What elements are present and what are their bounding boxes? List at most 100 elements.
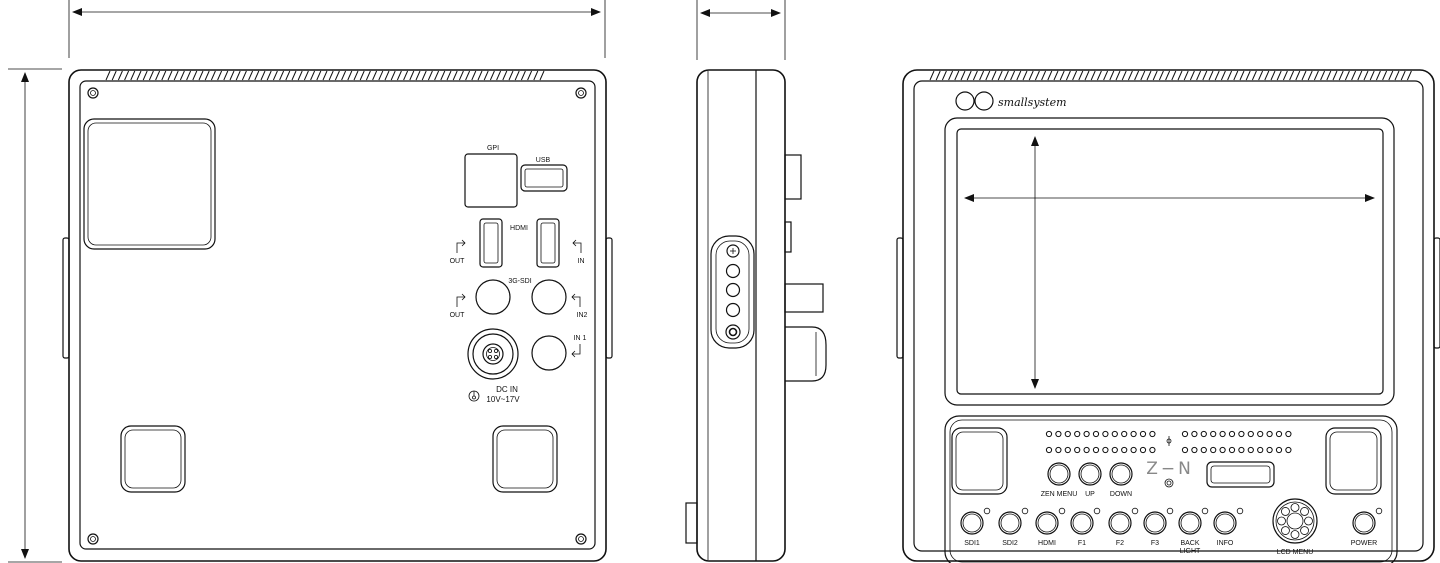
dc-in-connector bbox=[467, 328, 519, 380]
vent-slot bbox=[130, 70, 136, 81]
brand-logo-icon bbox=[955, 91, 994, 111]
meter-dot bbox=[1285, 430, 1292, 438]
vent-slot bbox=[260, 70, 266, 81]
meter-dot bbox=[1181, 430, 1189, 438]
vent-slot bbox=[434, 70, 440, 81]
hdmi-button[interactable] bbox=[1035, 507, 1066, 535]
knob-flute bbox=[1300, 526, 1309, 535]
vent-slot bbox=[1053, 70, 1059, 81]
vent-slot bbox=[1208, 70, 1214, 81]
zen-menu-label: ZEN MENU bbox=[1041, 491, 1078, 498]
lcd-bezel bbox=[944, 117, 1395, 406]
meter-dot bbox=[1130, 430, 1137, 438]
vent-slot bbox=[427, 70, 433, 81]
knob-flute bbox=[1281, 507, 1290, 516]
f2-button[interactable] bbox=[1108, 507, 1139, 535]
power-button[interactable] bbox=[1352, 507, 1383, 535]
vent-slot bbox=[1320, 70, 1326, 81]
vent-slot bbox=[198, 70, 204, 81]
vent-slot bbox=[533, 70, 539, 81]
meter-dot bbox=[1238, 430, 1245, 438]
polarity-icon bbox=[468, 390, 480, 402]
meter-dot bbox=[1228, 446, 1236, 454]
brand-name: smallsystem bbox=[998, 96, 1067, 109]
vent-slot bbox=[192, 70, 198, 81]
lcd-menu-knob[interactable] bbox=[1272, 498, 1318, 544]
vent-slot bbox=[241, 70, 247, 81]
meter-dot bbox=[1045, 446, 1053, 454]
vent-slot bbox=[1171, 70, 1177, 81]
vent-slot bbox=[1189, 70, 1195, 81]
meter-dot bbox=[1275, 430, 1283, 438]
zen-menu-button[interactable] bbox=[1047, 462, 1071, 486]
vent-slot bbox=[1072, 70, 1078, 81]
down-button[interactable] bbox=[1109, 462, 1133, 486]
sdi2-button[interactable] bbox=[998, 507, 1029, 535]
rear-screw bbox=[87, 87, 99, 99]
info-button[interactable] bbox=[1213, 507, 1244, 535]
knob-flute bbox=[1281, 526, 1290, 535]
vent-slot bbox=[465, 70, 471, 81]
vent-slot bbox=[1115, 70, 1121, 81]
meter-dot bbox=[1045, 430, 1053, 438]
knob-flute bbox=[1277, 516, 1286, 526]
sdi-label: 3G-SDI bbox=[508, 278, 531, 285]
vent-slot bbox=[124, 70, 130, 81]
vent-slot bbox=[111, 70, 117, 81]
vent-slot bbox=[972, 70, 978, 81]
hdmi-in-label: IN bbox=[578, 258, 585, 265]
info-label: INFO bbox=[1217, 540, 1234, 547]
vent-slot bbox=[502, 70, 508, 81]
vent-slot bbox=[1338, 70, 1344, 81]
vent-slot bbox=[322, 70, 328, 81]
vent-slot bbox=[1177, 70, 1183, 81]
meter-dot bbox=[1111, 446, 1118, 454]
backlight-button[interactable] bbox=[1178, 507, 1209, 535]
vent-slot bbox=[279, 70, 285, 81]
sdi-out-port bbox=[475, 279, 511, 315]
meter-dot bbox=[1191, 430, 1198, 438]
vent-slot bbox=[446, 70, 452, 81]
up-label: UP bbox=[1085, 491, 1095, 498]
vent-slot bbox=[285, 70, 291, 81]
vent-slot bbox=[341, 70, 347, 81]
vent-slot bbox=[1276, 70, 1282, 81]
vent-slot bbox=[1375, 70, 1381, 81]
vent-slot bbox=[1295, 70, 1301, 81]
vent-slot bbox=[1388, 70, 1394, 81]
f3-label: F3 bbox=[1151, 540, 1159, 547]
meter-dot bbox=[1121, 446, 1128, 454]
vent-slot bbox=[365, 70, 371, 81]
vent-slot bbox=[1103, 70, 1109, 81]
vent-slot bbox=[353, 70, 359, 81]
up-button[interactable] bbox=[1078, 462, 1102, 486]
meter-dot bbox=[1139, 446, 1147, 454]
vent-slot bbox=[1301, 70, 1307, 81]
vent-slot bbox=[527, 70, 533, 81]
sdi-in2-port bbox=[531, 279, 567, 315]
vent-slot bbox=[1041, 70, 1047, 81]
vent-slot bbox=[173, 70, 179, 81]
vent-slot bbox=[310, 70, 316, 81]
f1-button[interactable] bbox=[1070, 507, 1101, 535]
knob-flute bbox=[1304, 516, 1313, 526]
vent-slot bbox=[229, 70, 235, 81]
side-button bbox=[725, 302, 741, 318]
sdi-in1-port bbox=[531, 335, 567, 371]
meter-dot bbox=[1181, 446, 1189, 454]
vent-slot bbox=[1078, 70, 1084, 81]
vent-slot bbox=[1022, 70, 1028, 81]
vent-slot bbox=[347, 70, 353, 81]
meter-dot bbox=[1257, 430, 1264, 438]
dc-in-label: DC IN bbox=[496, 385, 518, 394]
vent-slot bbox=[1090, 70, 1096, 81]
vent-slot bbox=[520, 70, 526, 81]
sdi1-button[interactable] bbox=[960, 507, 991, 535]
meter-dot bbox=[1238, 446, 1245, 454]
vent-slot bbox=[948, 70, 954, 81]
f3-button[interactable] bbox=[1143, 507, 1174, 535]
rear-view: GPI USB HDMI OUT IN 3G-SDI OUT IN2 IN 1 bbox=[62, 69, 613, 562]
vent-slot bbox=[210, 70, 216, 81]
vent-slot bbox=[979, 70, 985, 81]
vent-slot bbox=[539, 70, 545, 81]
